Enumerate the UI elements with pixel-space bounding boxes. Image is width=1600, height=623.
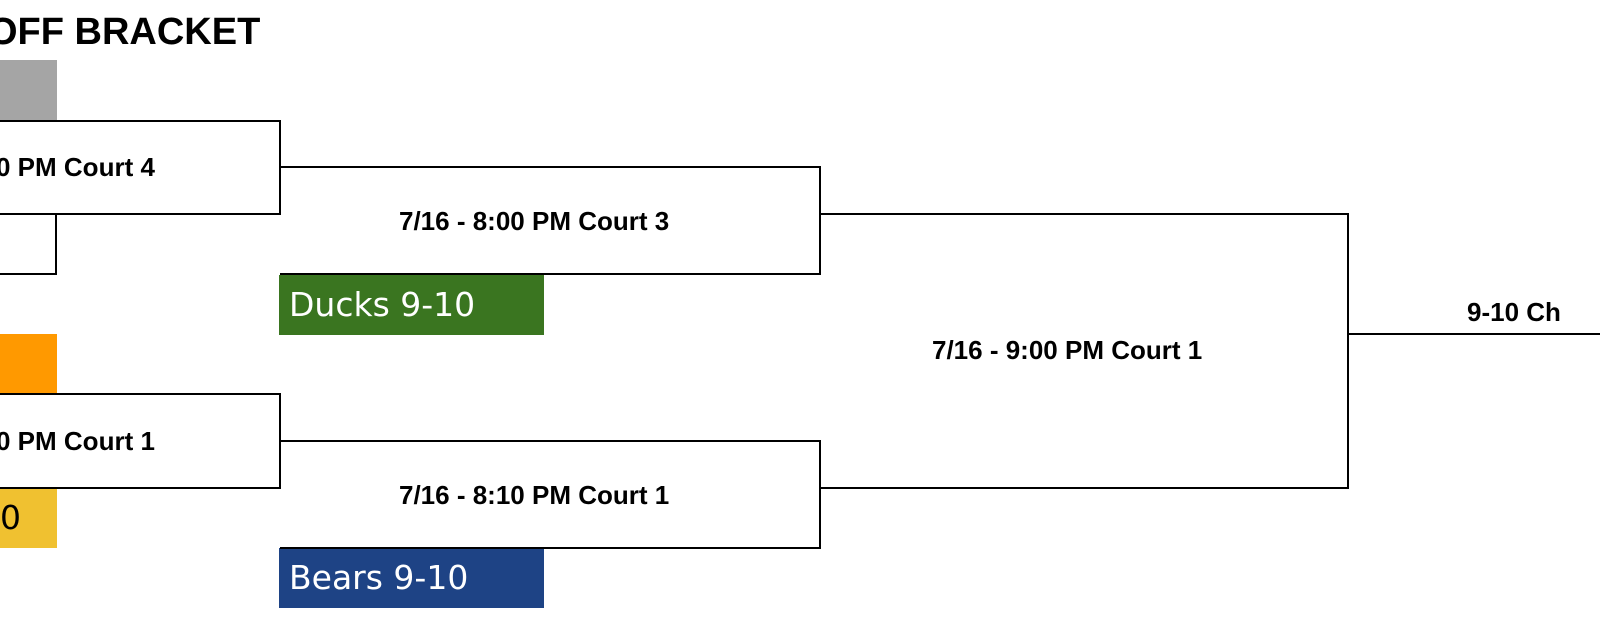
- bracket-title: OFF BRACKET: [0, 11, 261, 53]
- semi-connector: [820, 213, 1349, 489]
- game-label-final: 9-10 Ch: [1467, 297, 1561, 327]
- r1-top-connector: [0, 120, 281, 275]
- team-slot-orange: [0, 334, 57, 394]
- r2-bottom-connector: [280, 440, 821, 549]
- team-slot-gray: [0, 60, 57, 120]
- game-label-r1-bottom: 0 PM Court 1: [0, 426, 155, 456]
- team-slot-bears: Bears 9-10: [279, 548, 544, 608]
- r2-top-connector: [280, 166, 821, 275]
- game-label-r2-bottom: 7/16 - 8:10 PM Court 1: [399, 480, 670, 510]
- team-slot-ducks: Ducks 9-10: [279, 275, 544, 335]
- team-slot-yellow: 0: [0, 488, 57, 548]
- game-label-semifinal: 7/16 - 9:00 PM Court 1: [932, 335, 1203, 365]
- game-label-r1-top: 0 PM Court 4: [0, 152, 155, 182]
- game-label-r2-top: 7/16 - 8:00 PM Court 3: [399, 206, 670, 236]
